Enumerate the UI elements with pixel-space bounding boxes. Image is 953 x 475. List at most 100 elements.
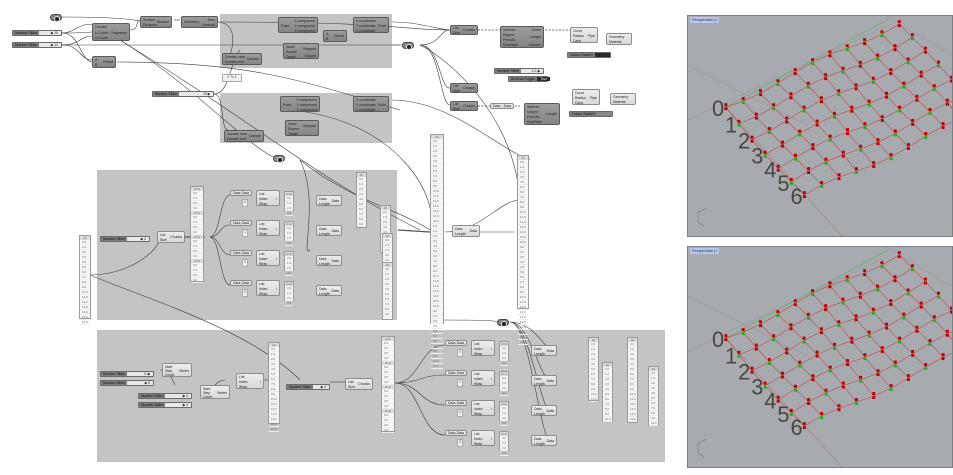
number-slider[interactable]: Number Slider ◆ 4 <box>138 393 192 399</box>
index-panel[interactable]: 1 <box>242 229 248 237</box>
list-item-component[interactable]: List Index Wrap i <box>471 400 495 416</box>
viewport-title[interactable]: Perspective |+ <box>690 248 720 254</box>
index-panel[interactable]: 1 <box>457 379 463 387</box>
number-slider[interactable]: Number Slider ◆ 8 <box>100 380 154 386</box>
slider-value[interactable]: ◆ 12 <box>39 43 61 47</box>
index-panel[interactable]: 3 <box>457 439 463 447</box>
index-panel[interactable]: 3 <box>242 289 248 297</box>
domain-component[interactable]: Domain start Domain end Domain <box>222 53 262 65</box>
list-item-component[interactable]: List Index Wrap i <box>256 250 280 266</box>
deconstruct-point-component-2[interactable]: Point X component Y component Z componen… <box>280 96 320 112</box>
data-component[interactable]: Data Data <box>230 220 252 226</box>
toggle-value[interactable]: True <box>537 77 551 81</box>
index-panel[interactable]: 0 <box>457 349 463 357</box>
chunks-component[interactable]: List Size Chunks <box>450 25 478 35</box>
dup-data-component[interactable]: Data Length Data <box>316 195 342 206</box>
list-item-component[interactable]: List Index Wrap i <box>471 430 495 446</box>
construct-point-component-2[interactable]: X coordinate Y coordinate Z coordinate P… <box>353 96 389 112</box>
result-component[interactable]: A B Result <box>92 56 116 68</box>
series-component-2[interactable]: Start Step Count Series <box>200 385 230 399</box>
curve-component-2[interactable]: Vertices Degree Periodic KnotStyle Lengt… <box>524 103 560 125</box>
data-component[interactable]: Data Data <box>445 370 467 376</box>
list-item-component[interactable]: List Index Wrap i <box>471 370 495 386</box>
slider-value[interactable]: ◆ 8 <box>127 381 153 385</box>
number-slider[interactable]: Number Slider ◆ 12 <box>12 42 62 48</box>
slider-value[interactable]: ◆ 4 <box>313 385 329 389</box>
list-item-component[interactable]: List Index Wrap i <box>256 220 280 236</box>
series-component[interactable]: Start Step Count Series <box>162 363 192 377</box>
remap-component-2[interactable]: Value Source Target Mapped <box>285 120 319 136</box>
grasshopper-canvas[interactable]: Number Slider ◆ 10 Number Slider ◆ 12 Nu… <box>0 0 680 475</box>
data-component[interactable]: Data Data <box>230 280 252 286</box>
dup-data-component[interactable]: Data Length Data <box>531 375 557 386</box>
slider-value[interactable]: 0 ◆ <box>127 372 153 376</box>
number-slider[interactable]: Number Slider ◆ 4 <box>138 402 192 408</box>
chunks-component-bottom[interactable]: List Size Chunks <box>345 378 373 390</box>
domain-component-2[interactable]: Domain start Domain end Domain <box>224 130 264 142</box>
slider-value[interactable]: ◆ 4 <box>165 403 191 407</box>
dup-data-component[interactable]: Data Length Data <box>452 225 480 237</box>
deconstruct-point-component[interactable]: Point X component Y component Z componen… <box>278 17 318 33</box>
viewport-title[interactable]: Perspective |+ <box>690 17 720 23</box>
remap-component[interactable]: Value Source Target Mapped Clipped <box>283 43 319 59</box>
dup-data-component[interactable]: Data Length Data <box>316 255 342 266</box>
data-component[interactable]: Data Data <box>230 250 252 256</box>
construct-point-component[interactable]: X coordinate Y coordinate Z coordinate P… <box>353 17 389 33</box>
pipe-component[interactable]: Curve Radius Caps Pipe <box>570 27 598 43</box>
dup-data-component[interactable]: Data Length Data <box>531 435 557 446</box>
custom-preview-component-2[interactable]: Geometry Material <box>610 93 636 105</box>
number-slider[interactable]: Number Slider 1.0 ◆ <box>494 68 544 74</box>
relay-pill[interactable] <box>273 155 285 163</box>
boolean-toggle[interactable]: Boolean Toggle True <box>508 76 551 82</box>
index-panel[interactable]: 0 <box>242 199 248 207</box>
chunks-component[interactable]: List Size Chunks <box>450 101 478 111</box>
index-panel[interactable]: 2 <box>242 259 248 267</box>
data-component[interactable]: Data Data <box>490 103 514 109</box>
list-item-component[interactable]: List Index Wrap i <box>256 190 280 206</box>
result-component-2[interactable]: A B Result <box>323 30 347 42</box>
dup-data-component[interactable]: Data Length Data <box>531 405 557 416</box>
pipe-component-2[interactable]: Curve Radius Caps Pipe <box>572 89 600 105</box>
number-slider[interactable]: Number Slider ◆ 10 <box>12 30 62 36</box>
slider-value[interactable]: ◆ 4 <box>165 394 191 398</box>
number-slider[interactable]: Number Slider ◆ 4 <box>100 236 150 242</box>
swatch-color[interactable] <box>596 112 612 116</box>
chunks-component[interactable]: List Size Chunks <box>450 83 478 93</box>
colour-swatch[interactable]: Colour Swatch <box>567 52 611 58</box>
dup-data-component[interactable]: Data Length Data <box>316 225 342 236</box>
list-item-component[interactable]: List Index Wrap i <box>256 280 280 296</box>
number-slider[interactable]: Number Slider ◆ 4 <box>286 384 330 390</box>
index-panel[interactable]: 2 <box>457 409 463 417</box>
data-component[interactable]: Data Data <box>230 190 252 196</box>
relay-pill[interactable] <box>497 319 509 327</box>
colour-swatch[interactable]: Colour Swatch <box>569 111 613 117</box>
curve-component[interactable]: Vertices Degree Periodic KnotStyle Curve… <box>500 26 544 48</box>
explode-component[interactable]: Surface Divisions Surface <box>140 16 172 28</box>
data-component[interactable]: Data Data <box>445 340 467 346</box>
rectangle-component[interactable]: Domain U Count V Count Segments <box>92 23 130 41</box>
number-slider[interactable]: Number Slider 0 ◆ <box>100 371 154 377</box>
list-item-component[interactable]: List Index Wrap i <box>471 340 495 356</box>
slider-value[interactable]: ◆ 4 <box>127 237 149 241</box>
dup-data-component[interactable]: Data Length Data <box>316 285 342 296</box>
